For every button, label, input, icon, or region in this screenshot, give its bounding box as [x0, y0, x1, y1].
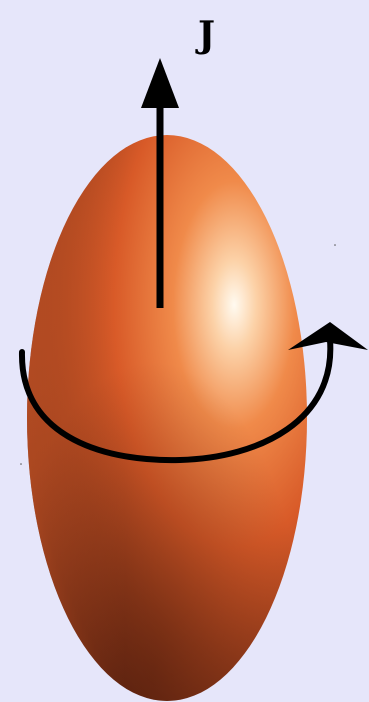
speck: [334, 244, 336, 246]
arrow-up-icon: [141, 58, 179, 108]
ellipsoid-body: [27, 135, 307, 701]
angular-momentum-label: J: [195, 14, 215, 56]
speck: [20, 463, 22, 465]
ellipsoid-bottom-shading: [27, 135, 307, 701]
